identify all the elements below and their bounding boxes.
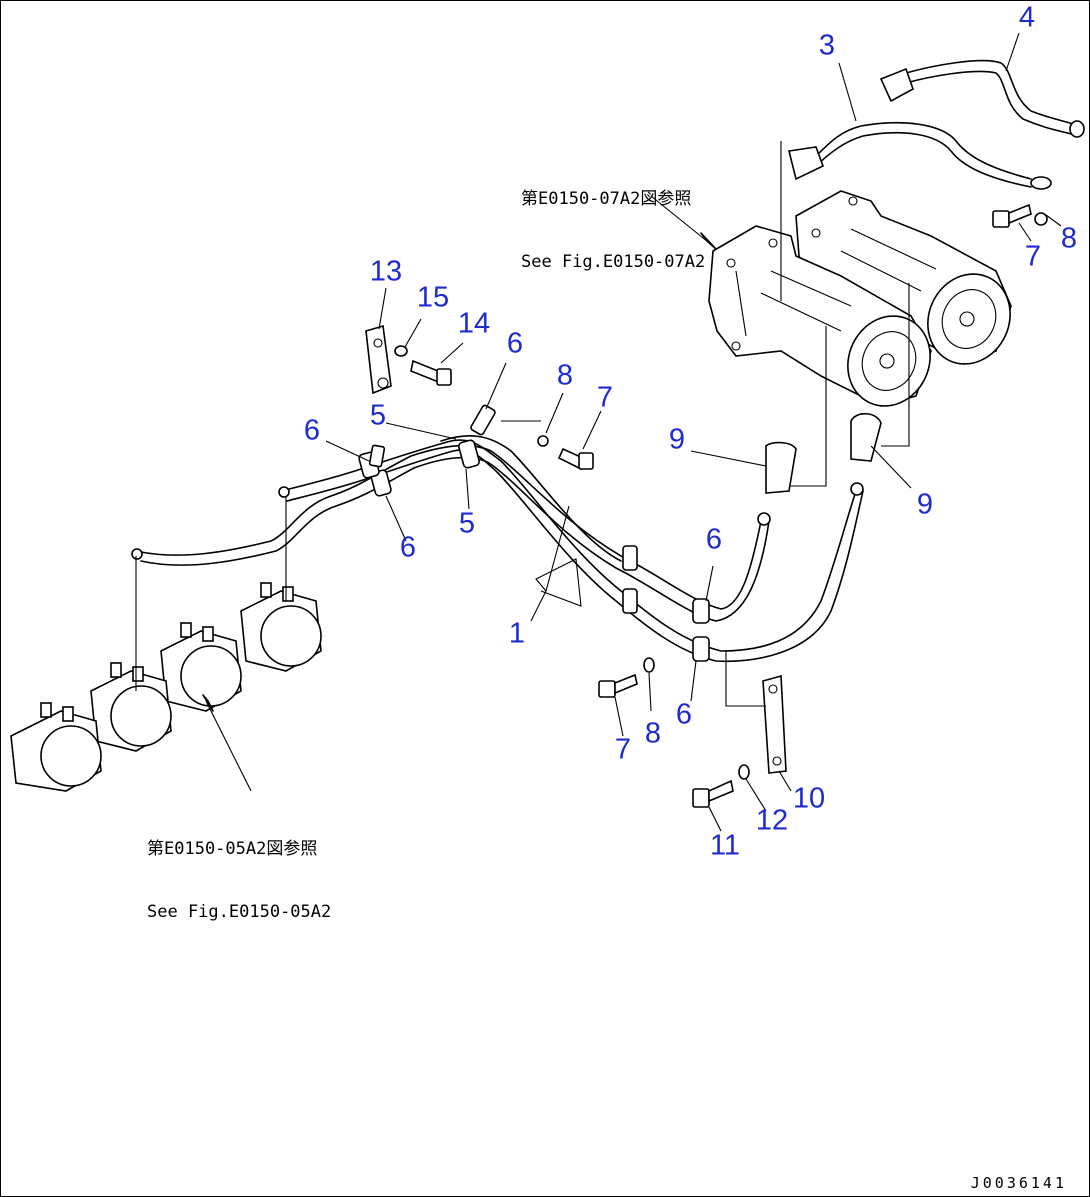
callout-6-bottom[interactable]: 6 [675, 698, 693, 731]
callout-14[interactable]: 14 [457, 307, 491, 340]
callout-9-right[interactable]: 9 [916, 488, 934, 521]
boot-9-right [850, 412, 882, 462]
reference-note-upper: 第E0150-07A2図参照 See Fig.E0150-07A2 [521, 147, 705, 315]
bolt-11 [692, 779, 734, 808]
callout-5-lower[interactable]: 5 [458, 507, 476, 540]
starter-motor-rear [795, 190, 1012, 365]
callout-13[interactable]: 13 [369, 255, 403, 288]
reference-note-lower: 第E0150-05A2図参照 See Fig.E0150-05A2 [147, 797, 331, 965]
reference-upper-jp: 第E0150-07A2図参照 [521, 189, 692, 209]
cable-1 [131, 435, 864, 663]
callout-10[interactable]: 10 [792, 782, 826, 815]
callout-6-left[interactable]: 6 [303, 414, 321, 447]
bolt-14 [410, 359, 452, 386]
washer-12 [738, 764, 750, 780]
bolt-7-low [598, 673, 638, 698]
boot-9-left [765, 441, 797, 494]
callout-5-upper[interactable]: 5 [369, 399, 387, 432]
clamps [358, 404, 710, 662]
cable-4 [879, 59, 1085, 138]
battery-relays [10, 496, 322, 792]
callout-6-mid[interactable]: 6 [399, 531, 417, 564]
callout-3[interactable]: 3 [818, 29, 836, 62]
callout-6-top[interactable]: 6 [506, 327, 524, 360]
reference-lower-jp: 第E0150-05A2図参照 [147, 839, 318, 859]
callout-8-top[interactable]: 8 [1060, 222, 1078, 255]
callout-6-right[interactable]: 6 [705, 523, 723, 556]
callout-7-top[interactable]: 7 [1024, 240, 1042, 273]
bracket-13 [365, 324, 392, 395]
callout-1[interactable]: 1 [508, 617, 526, 650]
reference-lower-en: See Fig.E0150-05A2 [147, 902, 332, 922]
callout-9-left[interactable]: 9 [668, 423, 686, 456]
callout-8-mid[interactable]: 8 [556, 359, 574, 392]
washer-8-low [643, 657, 655, 673]
callout-4[interactable]: 4 [1018, 1, 1036, 34]
bolt-7-top [992, 203, 1032, 228]
bracket-10 [762, 674, 787, 774]
washer-8-mid [537, 435, 549, 447]
callout-12[interactable]: 12 [755, 804, 789, 837]
washer-8-top [1034, 212, 1048, 226]
starter-motor-front [708, 225, 932, 407]
callout-15[interactable]: 15 [416, 281, 450, 314]
bolt-7-mid [557, 447, 594, 471]
callout-8-low[interactable]: 8 [644, 717, 662, 750]
callout-11[interactable]: 11 [709, 829, 741, 862]
cable-3 [788, 121, 1052, 190]
callout-7-mid[interactable]: 7 [596, 381, 614, 414]
drawing-id: J0036141 [970, 1174, 1067, 1192]
reference-upper-en: See Fig.E0150-07A2 [521, 252, 706, 272]
washer-15 [394, 345, 408, 357]
leader-lines [202, 32, 1062, 832]
callout-7-low[interactable]: 7 [614, 733, 632, 766]
